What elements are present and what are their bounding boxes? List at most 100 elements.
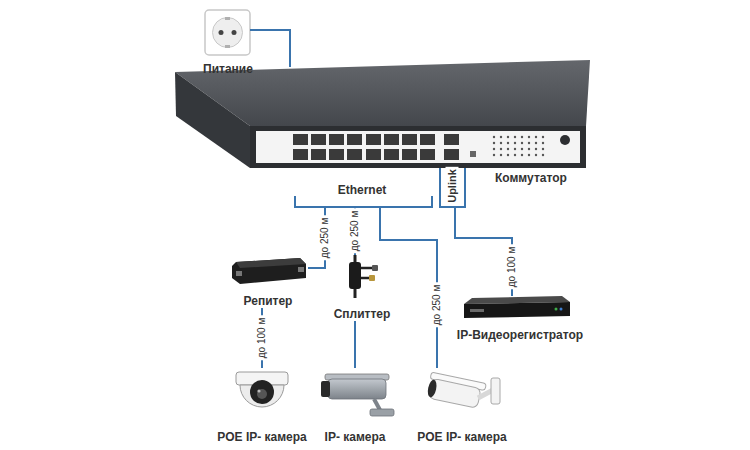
status-leds (500, 154, 502, 156)
power-socket (213, 18, 243, 48)
status-leds (514, 142, 516, 144)
device-label: IP- камера (325, 430, 386, 444)
dvr-device (555, 308, 558, 311)
splitter-device (354, 289, 357, 298)
repeater-device (236, 258, 306, 268)
splitter-device (354, 255, 357, 263)
box-camera (321, 374, 394, 416)
port-group-label: Uplink (446, 167, 459, 205)
status-leds (500, 148, 502, 150)
device-node: POE IP- камера (213, 368, 311, 444)
status-leds (521, 148, 523, 150)
ethernet-ports (311, 149, 326, 160)
repeater-device (236, 271, 242, 276)
status-leds (500, 142, 502, 144)
ethernet-ports (329, 149, 344, 160)
device-label: Коммутатор (495, 171, 567, 185)
bullet-camera (491, 378, 500, 404)
status-leds (507, 136, 509, 138)
dome-camera (236, 372, 288, 407)
status-leds (542, 142, 544, 144)
status-leds (535, 148, 537, 150)
status-leds (528, 154, 530, 156)
port-bracket (440, 168, 465, 207)
port-group-label: Ethernet (336, 183, 389, 197)
repeater-device (298, 267, 304, 272)
repeater-device (232, 258, 306, 284)
device-label: POE IP- камера (417, 430, 507, 444)
uplink-ports (444, 134, 476, 160)
ethernet-ports (366, 149, 381, 160)
ethernet-ports (293, 134, 308, 145)
device-node: IP- камера (321, 368, 390, 444)
box-camera (370, 409, 394, 416)
cable-line (380, 207, 437, 368)
status-leds (535, 142, 537, 144)
uplink-ports (470, 151, 476, 157)
status-leds (542, 148, 544, 150)
cable-line (455, 207, 512, 296)
box-camera (374, 399, 380, 410)
power-socket (219, 30, 224, 35)
distance-label: до 250 м (349, 209, 361, 254)
splitter-device (372, 265, 378, 271)
ethernet-ports (293, 134, 435, 160)
status-leds (493, 136, 495, 138)
cable-line (257, 30, 290, 67)
dvr-device (470, 309, 484, 312)
port-bracket (295, 196, 432, 207)
status-leds (514, 154, 516, 156)
device-label: Репитер (244, 294, 293, 308)
dvr-device (464, 296, 570, 318)
status-leds (514, 136, 516, 138)
device-node: Сплиттер (330, 255, 395, 321)
status-leds (500, 136, 502, 138)
status-leds (542, 154, 544, 156)
device-label: IP-Видеорегистратор (457, 328, 583, 342)
splitter-device (349, 262, 361, 289)
bullet-camera (426, 372, 500, 409)
distance-label: до 100 м (256, 316, 268, 361)
power-socket (225, 45, 230, 48)
device-label: Сплиттер (334, 307, 391, 321)
status-leds (507, 148, 509, 150)
box-camera (328, 379, 386, 399)
dome-camera (257, 389, 267, 399)
ethernet-ports (384, 149, 399, 160)
splitter-device (349, 255, 378, 298)
port-bracket (295, 168, 465, 207)
switch-body (250, 126, 586, 168)
bullet-camera (426, 379, 438, 398)
ethernet-ports (420, 149, 435, 160)
status-leds (528, 142, 530, 144)
ethernet-ports (311, 134, 326, 145)
splitter-device (369, 275, 375, 281)
ethernet-ports (347, 149, 362, 160)
cable-line (354, 321, 356, 368)
status-leds (493, 148, 495, 150)
ethernet-ports (366, 134, 381, 145)
status-leds (493, 142, 495, 144)
device-node: Питание (199, 8, 257, 76)
uplink-ports (444, 149, 459, 160)
device-label: Питание (203, 62, 253, 76)
ethernet-ports (384, 134, 399, 145)
power-socket (205, 10, 250, 55)
status-leds (542, 136, 544, 138)
status-leds (528, 148, 530, 150)
switch-body (175, 60, 590, 126)
status-leds (535, 136, 537, 138)
switch-body (256, 131, 580, 163)
distance-label: до 250 м (431, 283, 443, 328)
ethernet-ports (293, 149, 308, 160)
status-leds (535, 154, 537, 156)
status-leds (493, 154, 495, 156)
device-node: Репитер (228, 256, 308, 308)
switch-body (175, 60, 590, 168)
distance-label: до 100 м (506, 245, 518, 290)
device-node: IP-Видеорегистратор (453, 296, 587, 342)
ethernet-ports (402, 149, 417, 160)
device-label: POE IP- камера (217, 430, 307, 444)
